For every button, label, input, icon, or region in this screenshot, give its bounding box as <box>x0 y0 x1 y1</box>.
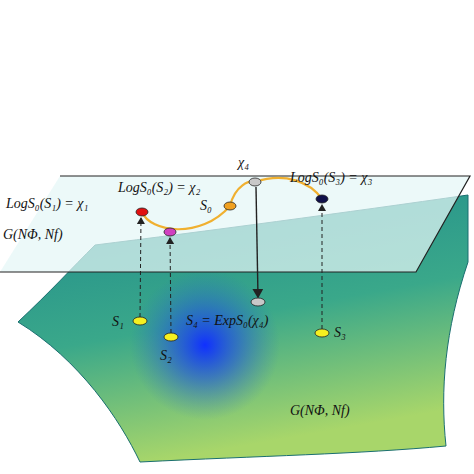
point-label: S₁ <box>112 314 124 329</box>
point-label: S₃ <box>334 325 346 340</box>
point-label: S₂ <box>160 348 172 363</box>
base-point-label: S₀ <box>200 198 212 213</box>
log-map-label: LogS₀(S₁) = χ₁ <box>6 196 88 211</box>
tangent-vector-label: χ₄ <box>238 155 249 170</box>
log-map-label: LogS₀(S₂) = χ₂ <box>118 180 200 195</box>
exp-map-label: S₄ = ExpS₀(χ₄) <box>186 313 268 328</box>
tangent-plane <box>0 176 470 272</box>
log-map-label: LogS₀(S₃) = χ₃ <box>290 170 372 185</box>
manifold-name-label: G(NΦ, Nf) <box>290 403 350 418</box>
plane-name-label: G(NΦ, Nf) <box>3 227 63 242</box>
